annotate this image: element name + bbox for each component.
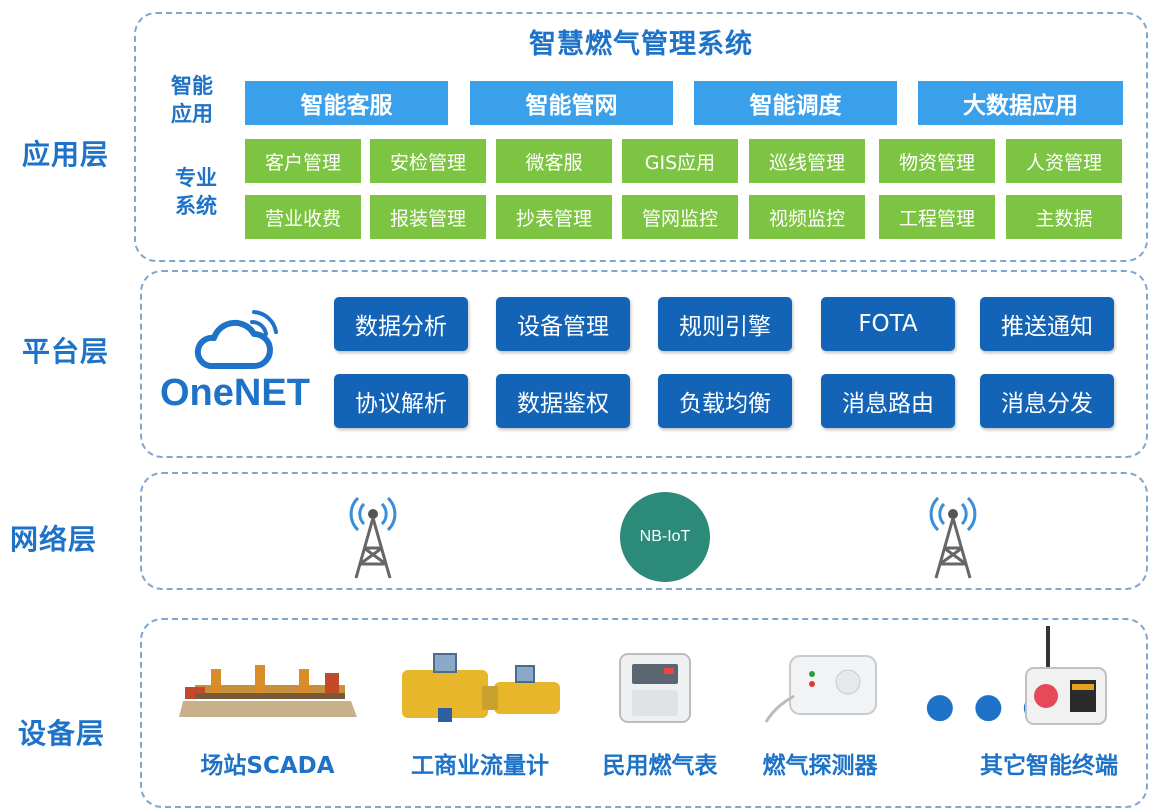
platform-service-box[interactable]: 规则引擎 <box>658 297 792 351</box>
platform-service-box[interactable]: FOTA <box>821 297 955 351</box>
pro-system-box[interactable]: GIS应用 <box>622 139 738 183</box>
pro-system-box[interactable]: 主数据 <box>1006 195 1122 239</box>
device-label-other-terminals: 其它智能终端 <box>980 753 1118 779</box>
application-layer-frame <box>134 12 1148 262</box>
nbiot-badge: NB-IoT <box>620 492 710 582</box>
platform-layer-frame <box>140 270 1148 458</box>
pro-system-box[interactable]: 管网监控 <box>622 195 738 239</box>
pro-system-box[interactable]: 抄表管理 <box>496 195 612 239</box>
gas-detector-image <box>764 655 877 723</box>
gas-meter-image <box>619 653 691 723</box>
pro-system-box[interactable]: 巡线管理 <box>749 139 865 183</box>
network-layer-label: 网络层 <box>10 523 98 556</box>
platform-service-box[interactable]: 协议解析 <box>334 374 468 428</box>
smart-apps-label: 智能 应用 <box>171 74 213 126</box>
platform-service-box[interactable]: 消息分发 <box>980 374 1114 428</box>
flow-meter-image <box>402 653 560 722</box>
platform-service-box[interactable]: 数据鉴权 <box>496 374 630 428</box>
network-layer-frame <box>140 472 1148 590</box>
pro-system-box[interactable]: 营业收费 <box>245 195 361 239</box>
signal-tower-icon <box>349 496 397 579</box>
device-label-scada: 场站SCADA <box>200 753 335 779</box>
device-label-flow-meter: 工商业流量计 <box>411 753 549 779</box>
platform-service-box[interactable]: 设备管理 <box>496 297 630 351</box>
platform-service-box[interactable]: 负载均衡 <box>658 374 792 428</box>
pro-system-box[interactable]: 工程管理 <box>879 195 995 239</box>
platform-service-box[interactable]: 数据分析 <box>334 297 468 351</box>
device-layer-label: 设备层 <box>18 717 106 750</box>
cloud-icon <box>194 310 278 369</box>
smart-app-box[interactable]: 智能调度 <box>694 81 897 125</box>
platform-service-box[interactable]: 推送通知 <box>980 297 1114 351</box>
device-label-gas-meter: 民用燃气表 <box>602 753 718 779</box>
smart-app-box[interactable]: 智能管网 <box>470 81 673 125</box>
platform-layer-label: 平台层 <box>22 335 110 368</box>
platform-service-box[interactable]: 消息路由 <box>821 374 955 428</box>
pro-system-box[interactable]: 物资管理 <box>879 139 995 183</box>
scada-station-image <box>179 665 357 717</box>
application-layer-label: 应用层 <box>22 138 110 171</box>
signal-tower-icon <box>929 496 977 579</box>
pro-system-box[interactable]: 视频监控 <box>749 195 865 239</box>
pro-system-box[interactable]: 安检管理 <box>370 139 486 183</box>
system-title: 智慧燃气管理系统 <box>529 29 753 60</box>
pro-system-box[interactable]: 报装管理 <box>370 195 486 239</box>
pro-system-box[interactable]: 人资管理 <box>1006 139 1122 183</box>
onenet-logo-text: OneNET <box>160 372 310 414</box>
device-label-gas-detector: 燃气探测器 <box>762 753 878 779</box>
smart-app-box[interactable]: 智能客服 <box>245 81 448 125</box>
smart-app-box[interactable]: 大数据应用 <box>918 81 1123 125</box>
pro-systems-label: 专业 系统 <box>175 166 217 218</box>
device-layer-frame <box>140 618 1148 808</box>
pro-system-box[interactable]: 微客服 <box>496 139 612 183</box>
pro-system-box[interactable]: 客户管理 <box>245 139 361 183</box>
smart-terminal-image <box>1025 626 1107 725</box>
